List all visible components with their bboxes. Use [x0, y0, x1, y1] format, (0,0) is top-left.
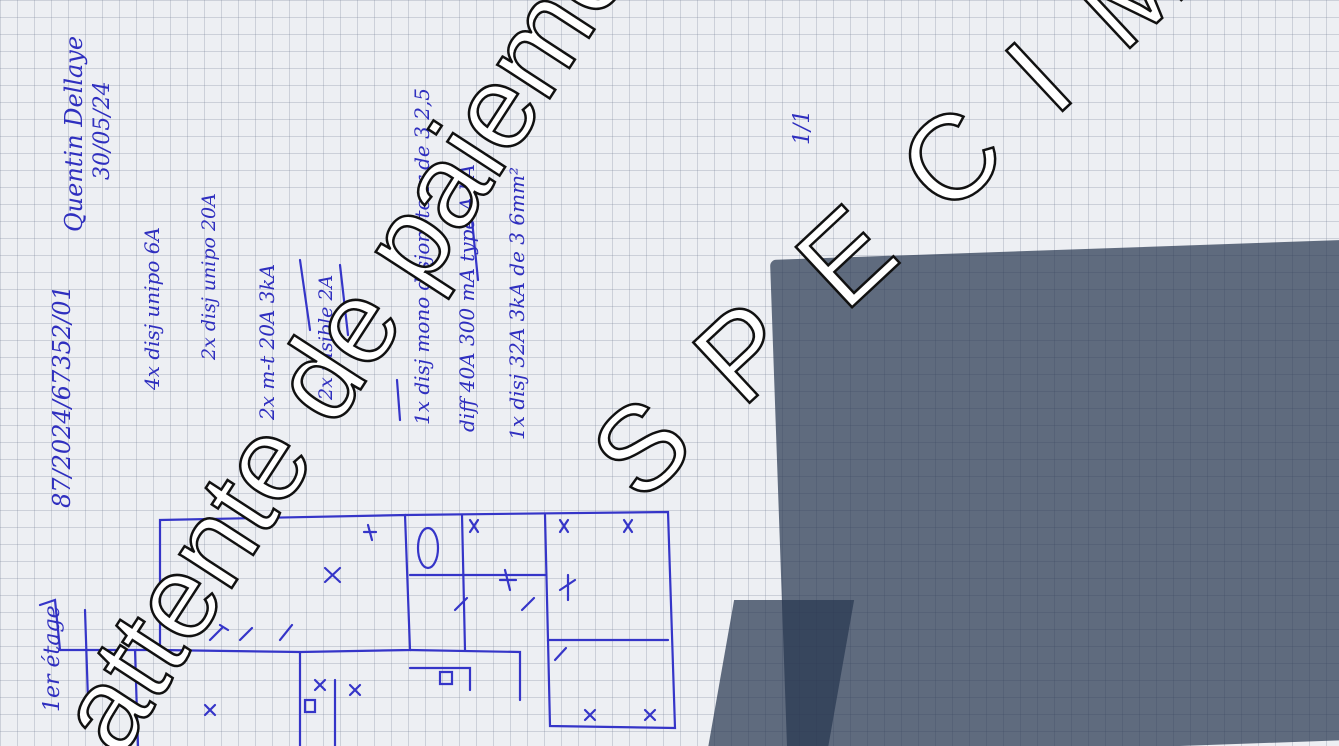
plan-symbol-switch1: [208, 623, 230, 642]
plan-symbol-fuse: [303, 698, 317, 714]
plan-symbol-x5: [583, 708, 597, 722]
plan-symbol-x3: [558, 518, 570, 534]
plan-symbol-mark: [498, 568, 518, 592]
material-line-1: 4x disj unipo 6A: [140, 227, 164, 390]
material-line-4: 2x fusible 2A: [315, 274, 337, 400]
plan-symbol-x6: [643, 708, 657, 722]
plan-symbol-switch5: [520, 596, 536, 612]
plan-wall-divider: [543, 513, 670, 642]
material-line-5: 1x disj mono disjoncteur de 3 2,5: [410, 87, 434, 425]
plan-symbol-x9: [348, 683, 362, 697]
plan-wall-corridor2: [460, 513, 467, 652]
author-name: Quentin Dellaye: [60, 35, 88, 232]
plan-title-underline: [83, 608, 90, 702]
plan-wall-right: [403, 510, 677, 730]
material-line-2: 2x disj unipo 20A: [198, 193, 220, 360]
materials-divider: [395, 378, 402, 422]
plan-symbol-switch2: [238, 626, 254, 642]
materials-brace: [298, 258, 312, 332]
plan-stair: [408, 666, 472, 692]
plan-symbol-x4: [622, 518, 634, 534]
plan-wall-small: [408, 648, 522, 702]
plan-wall-left-col: [133, 648, 140, 746]
plan-symbol-x2: [468, 518, 480, 534]
materials-brace3: [468, 198, 480, 282]
plan-symbol-mark2: [558, 573, 577, 602]
plan-symbol-switch4: [453, 596, 469, 612]
plan-symbol-switch6: [553, 646, 568, 662]
material-line-7: 1x disj 32A 3kA de 3 6mm²: [505, 166, 529, 440]
note-date: 30/05/24: [90, 81, 115, 180]
plan-wall-main: [158, 513, 412, 654]
plan-label: 1er étage: [40, 605, 65, 712]
page-number: 1/1: [790, 109, 815, 145]
plan-symbol-x7: [203, 703, 217, 717]
plan-symbol-lamp: [416, 526, 440, 570]
material-line-3: 2x m-t 20A 3kA: [255, 263, 279, 420]
reference-number: 87/2024/67352/01: [48, 285, 76, 508]
plan-title-bracket: [38, 598, 62, 652]
plan-symbol-x8: [313, 678, 327, 692]
plan-symbol-x1: [323, 566, 342, 584]
plan-symbol-socket: [362, 523, 378, 542]
material-line-6: diff 40A 300 mA type A kA: [455, 164, 479, 432]
materials-brace2: [338, 263, 350, 337]
plan-symbol-misc: [438, 670, 454, 686]
plan-symbol-switch3: [278, 623, 294, 642]
